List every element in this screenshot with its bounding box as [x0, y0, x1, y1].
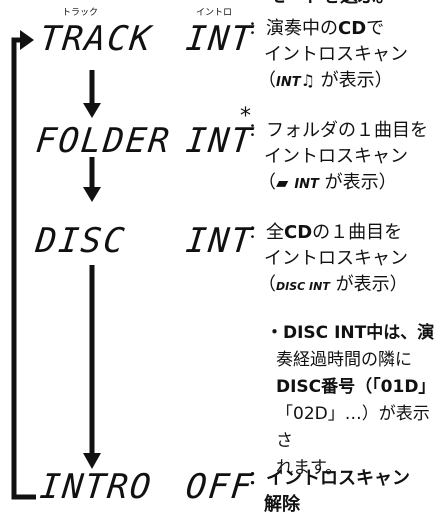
loop-return-line — [11, 30, 36, 500]
disc-int-badge: DISC INT — [276, 280, 330, 293]
disc-lcd: DISC — [33, 221, 128, 261]
folder-desc: ：フォルダの１曲目を イントロスキャン （▰INT が表示） — [248, 118, 442, 198]
disc-note-line3: DISC番号（「01D」 — [276, 377, 436, 397]
disc-note-line4: 「02D」…）が表示さ — [276, 404, 430, 451]
disc-desc: ：全CDの１曲目を イントロスキャン （DISC INT が表示） — [248, 220, 442, 300]
disc-desc-line2: イントロスキャン — [264, 248, 408, 269]
folder-desc-line3: （▰INT が表示） — [258, 172, 397, 193]
folder-icon: ▰ — [276, 173, 289, 192]
disc-note-line1: ・DISC INT中は、演 — [266, 323, 435, 343]
disc-desc-line1: ：全CDの１曲目を — [248, 222, 403, 243]
track-desc: ：演奏中のCDで イントロスキャン （INT♫ が表示） — [248, 16, 440, 96]
top-cut-text: モードを選ぶ。 — [268, 0, 394, 10]
track-desc-line1: ：演奏中のCDで — [248, 18, 385, 39]
int-badge: INT — [276, 75, 301, 90]
disc-note-line5: れます。 — [276, 458, 343, 478]
disc-desc-line3: （DISC INT が表示） — [258, 274, 408, 295]
track-lcd: TRACK — [37, 19, 155, 59]
folder-int-lcd: INT — [183, 121, 256, 161]
down-arrow-2 — [83, 157, 101, 202]
intro-desc: ：イントロスキャン 解除 — [248, 466, 442, 518]
intro-off-lcd: OFF — [183, 467, 256, 507]
folder-desc-line1: ：フォルダの１曲目を — [248, 120, 428, 141]
folder-desc-line2: イントロスキャン — [264, 146, 408, 167]
disc-note-line2: 奏経過時間の隣に — [276, 350, 412, 370]
folder-int-badge: INT — [294, 177, 319, 192]
intro-lcd: INTRO — [37, 467, 155, 507]
down-arrow-3 — [83, 265, 101, 469]
disc-int-lcd: INT — [183, 221, 256, 261]
folder-lcd: FOLDER — [33, 121, 173, 161]
track-reading: トラック — [62, 8, 99, 18]
disc-note: ・DISC INT中は、演 奏経過時間の隣に DISC番号（「01D」 「02D… — [266, 320, 442, 482]
track-int-lcd: INT — [183, 19, 256, 59]
asterisk-mark: * — [240, 104, 251, 129]
intro-desc-line1: ：イントロスキャン — [248, 468, 410, 489]
intro-desc-line2: 解除 — [264, 494, 300, 515]
track-desc-line3: （INT♫ が表示） — [258, 70, 393, 91]
int-reading: イントロ — [196, 8, 233, 18]
down-arrow-1 — [83, 70, 101, 118]
music-note-icon: ♫ — [300, 71, 315, 90]
track-desc-line2: イントロスキャン — [264, 44, 408, 65]
